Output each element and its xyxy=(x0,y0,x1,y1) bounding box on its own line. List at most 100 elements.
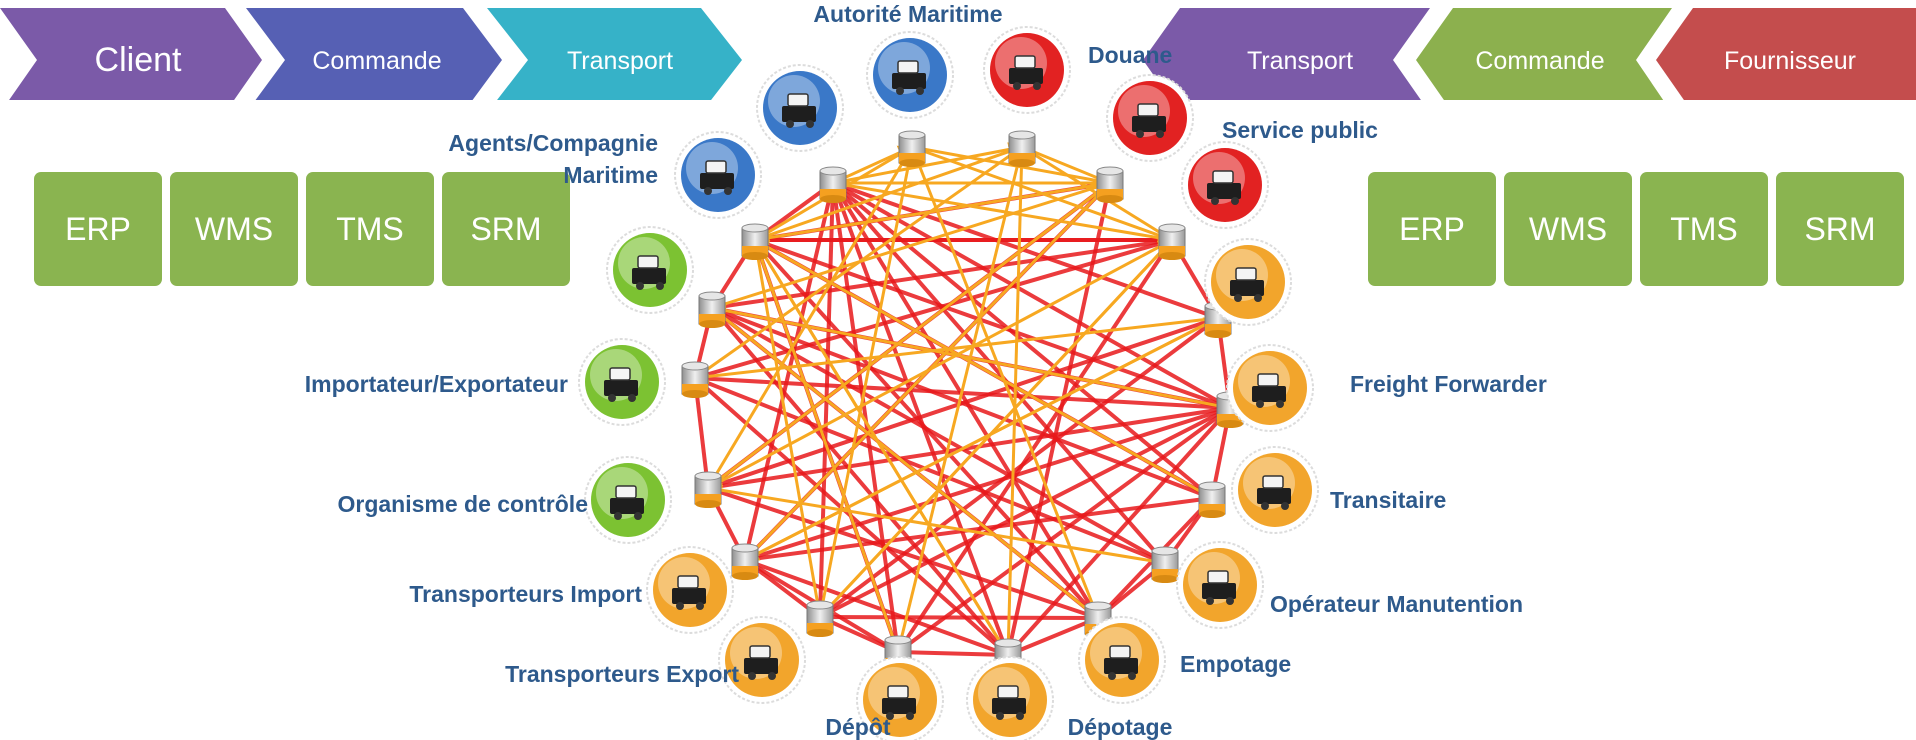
database-icon xyxy=(1158,223,1186,260)
container-unloading-icon xyxy=(992,685,1026,720)
chevron-commande-left xyxy=(246,8,502,100)
link-orange-21 xyxy=(693,316,1219,384)
factory-icon xyxy=(632,255,666,290)
link-orange-30 xyxy=(706,181,1111,490)
process-flow-bar: Client Commande Transport Transport Comm… xyxy=(0,8,1916,100)
chevron-transport-left-label: Transport xyxy=(567,47,673,75)
link-orange-19 xyxy=(706,238,1173,490)
node-transp_import xyxy=(646,546,734,634)
chevron-transport-right xyxy=(1143,8,1430,100)
node-service_public xyxy=(1106,74,1194,162)
truck-icon xyxy=(744,645,778,680)
link-orange-27 xyxy=(752,238,900,653)
link-red-29 xyxy=(819,406,1231,619)
node-agents_main xyxy=(674,131,762,219)
label-agents-line2: Maritime xyxy=(563,162,658,188)
link-orange-23 xyxy=(753,238,1213,500)
database-icon xyxy=(1008,130,1036,167)
database-icon xyxy=(741,223,769,260)
database-icon xyxy=(898,130,926,167)
link-red-31 xyxy=(819,615,1099,620)
link-orange-9 xyxy=(911,145,1174,243)
systems-left: ERP WMS TMS SRM xyxy=(34,172,570,286)
traffic-light-icon xyxy=(1207,170,1241,205)
label-transporteurs-export: Transporteurs Export xyxy=(505,661,739,687)
system-tms-left: TMS xyxy=(306,172,434,286)
cargo-icon xyxy=(1252,373,1286,408)
system-srm-left: SRM xyxy=(442,172,570,286)
label-transitaire: Transitaire xyxy=(1330,487,1446,513)
link-orange-25 xyxy=(710,306,1099,620)
label-depot: Dépôt xyxy=(825,714,891,740)
link-red-40 xyxy=(711,306,1166,565)
system-tms-right: TMS xyxy=(1640,172,1768,286)
factory-icon xyxy=(604,367,638,402)
link-red-36 xyxy=(1006,182,1112,656)
link-orange-24 xyxy=(706,482,1166,565)
label-transporteurs-import: Transporteurs Import xyxy=(409,581,642,607)
chevron-client xyxy=(0,8,262,100)
link-orange-14 xyxy=(706,146,914,490)
database-icon xyxy=(1096,166,1124,203)
container-icon xyxy=(1257,475,1291,510)
link-orange-31 xyxy=(818,238,1174,619)
database-icon xyxy=(806,600,834,637)
container-loading-icon xyxy=(1104,645,1138,680)
link-red-35 xyxy=(1006,406,1232,657)
link-red-47 xyxy=(897,650,1009,657)
link-red-33 xyxy=(896,238,1174,654)
label-operateur-manutention: Opérateur Manutention xyxy=(1270,591,1523,617)
link-orange-29 xyxy=(744,316,1220,562)
system-wms-left: WMS xyxy=(170,172,298,286)
system-wms-right: WMS xyxy=(1504,172,1632,286)
chevron-fournisseur-label: Fournisseur xyxy=(1724,47,1856,75)
chevron-fournisseur xyxy=(1656,8,1916,100)
node-douane xyxy=(983,26,1071,114)
database-icon xyxy=(1151,546,1179,583)
node-depotage xyxy=(966,656,1054,740)
label-agents-line1: Agents/Compagnie xyxy=(448,130,658,156)
label-service-public: Service public xyxy=(1222,117,1378,143)
database-icon xyxy=(819,166,847,203)
node-labels: Autorité Maritime Douane Service public … xyxy=(305,1,1547,740)
label-autorite-maritime: Autorité Maritime xyxy=(813,1,1002,27)
link-red-15 xyxy=(754,238,1231,410)
link-red-8 xyxy=(832,181,1231,410)
link-orange-22 xyxy=(710,303,1231,410)
chevron-commande-left-label: Commande xyxy=(312,47,441,75)
system-erp-right: ERP xyxy=(1368,172,1496,286)
label-empotage: Empotage xyxy=(1180,651,1291,677)
links-layer xyxy=(693,142,1232,657)
link-orange-33 xyxy=(910,146,1101,620)
node-importer_b xyxy=(578,338,666,426)
systems-right: ERP WMS TMS SRM xyxy=(1368,172,1904,286)
truck-icon xyxy=(672,575,706,610)
node-network_hub xyxy=(1204,238,1292,326)
flow-left: Client Commande Transport xyxy=(0,8,742,100)
node-controle xyxy=(584,456,672,544)
node-operateur xyxy=(1176,541,1264,629)
label-douane: Douane xyxy=(1088,42,1172,68)
node-signal xyxy=(1181,141,1269,229)
label-freight-forwarder: Freight Forwarder xyxy=(1350,371,1547,397)
database-icon xyxy=(698,291,726,328)
ship-icon xyxy=(782,93,816,128)
forklift-icon xyxy=(1202,570,1236,605)
link-orange-12 xyxy=(893,146,1024,654)
node-autorite xyxy=(866,31,954,119)
label-organisme-controle: Organisme de contrôle xyxy=(337,491,588,517)
computer-icon xyxy=(1009,55,1043,90)
chevron-commande-right xyxy=(1416,8,1672,100)
chevron-client-label: Client xyxy=(95,41,182,79)
node-empotage xyxy=(1078,616,1166,704)
link-red-1 xyxy=(831,181,1167,565)
link-red-7 xyxy=(832,181,1219,320)
node-transitaire xyxy=(1231,446,1319,534)
warehouse-icon xyxy=(882,685,916,720)
laptop-icon xyxy=(1132,103,1166,138)
label-depotage: Dépotage xyxy=(1068,714,1173,740)
database-icon xyxy=(731,543,759,580)
system-srm-right: SRM xyxy=(1776,172,1904,286)
link-red-25 xyxy=(744,406,1231,562)
